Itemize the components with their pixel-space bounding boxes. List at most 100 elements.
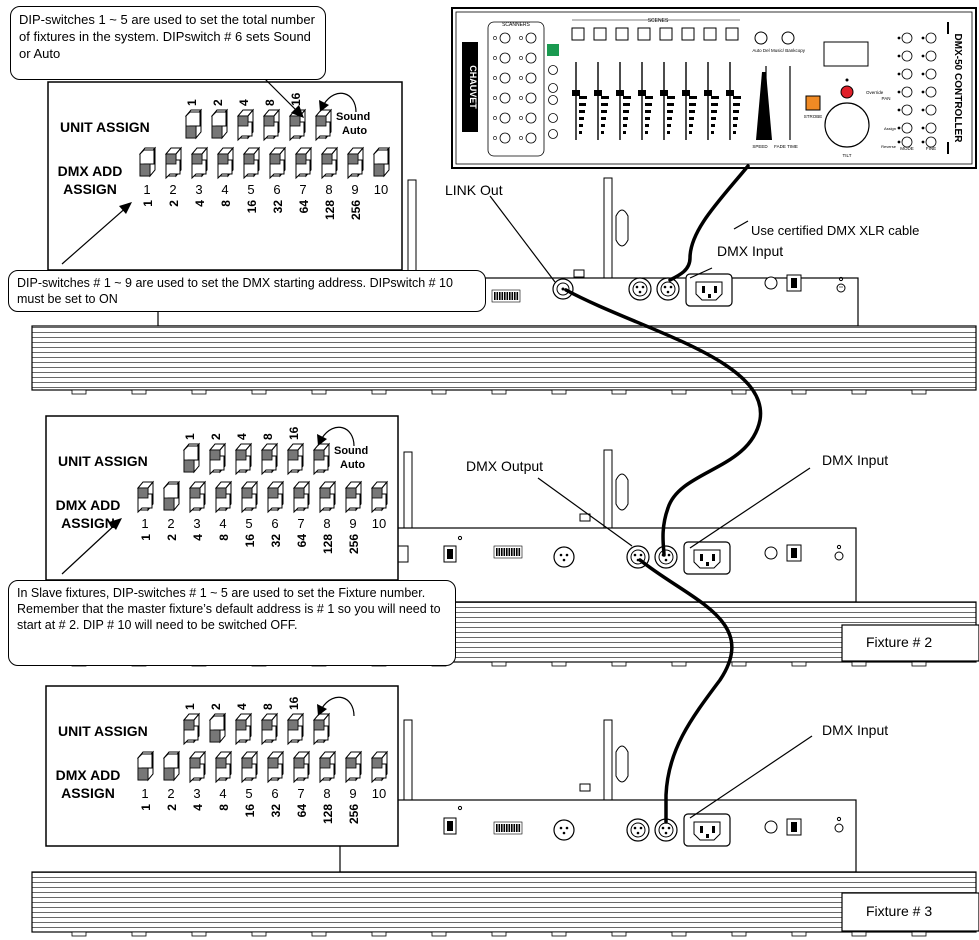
scanner-button[interactable] <box>526 113 536 123</box>
fade-time-label: FADE TIME <box>774 144 798 149</box>
control-button[interactable] <box>926 105 936 115</box>
switch-number: 1 <box>141 516 148 531</box>
switch-number: 4 <box>219 786 226 801</box>
music-bankcopy-button[interactable] <box>782 32 794 44</box>
fixture-3-dip-block[interactable] <box>494 822 522 834</box>
switch-number: 5 <box>245 786 252 801</box>
auto-del-button[interactable] <box>755 32 767 44</box>
channel-fader[interactable] <box>616 90 624 96</box>
scanners-label: SCANNERS <box>502 22 530 28</box>
control-button[interactable] <box>902 123 912 133</box>
address-value-label: 256 <box>347 804 361 824</box>
scene-button[interactable] <box>726 28 738 40</box>
scanner-button[interactable] <box>526 133 536 143</box>
channel-fader[interactable] <box>572 90 580 96</box>
channel-fader[interactable] <box>660 90 668 96</box>
scanner-button[interactable] <box>526 53 536 63</box>
control-button[interactable] <box>926 69 936 79</box>
address-value-label: 2 <box>167 200 181 207</box>
scanner-button[interactable] <box>500 33 510 43</box>
scene-button[interactable] <box>594 28 606 40</box>
channel-fader[interactable] <box>638 90 646 96</box>
fixture-1-fuse <box>765 277 777 289</box>
function-button[interactable] <box>549 66 558 75</box>
function-button[interactable] <box>549 96 558 105</box>
unit-value-label: 1 <box>185 99 199 106</box>
address-value-label: 64 <box>295 804 309 818</box>
control-button[interactable] <box>926 123 936 133</box>
scene-button[interactable] <box>616 28 628 40</box>
lcd-display <box>824 42 868 66</box>
address-value-label: 4 <box>191 534 205 541</box>
scene-button[interactable] <box>704 28 716 40</box>
switch-number: 5 <box>245 516 252 531</box>
address-value-label: 8 <box>217 534 231 541</box>
green-button[interactable] <box>547 44 559 56</box>
fixture-1-dip-block[interactable] <box>492 290 520 302</box>
switch-number: 10 <box>374 182 388 197</box>
strobe-button[interactable] <box>806 96 820 110</box>
auto-label: Auto <box>342 125 367 137</box>
switch-number: 8 <box>325 182 332 197</box>
channel-fader[interactable] <box>704 90 712 96</box>
address-value-label: 8 <box>217 804 231 811</box>
address-value-label: 1 <box>139 534 153 541</box>
tilt-wheel[interactable] <box>825 103 869 147</box>
control-button[interactable] <box>902 69 912 79</box>
control-button[interactable] <box>902 33 912 43</box>
dmx-50-controller: CHAUVET SCANNERS SCENES SPEED FADE TIME … <box>452 8 976 168</box>
switch-number: 7 <box>297 516 304 531</box>
switch-number: 8 <box>323 516 330 531</box>
control-button[interactable] <box>926 33 936 43</box>
scanner-button[interactable] <box>500 93 510 103</box>
assign-label: ASSIGN <box>63 181 117 197</box>
fixture-3-power-switch-left[interactable] <box>444 818 456 834</box>
unit-value-label: 2 <box>211 99 225 106</box>
address-value-label: 256 <box>347 534 361 554</box>
fixture-2-power-switch[interactable] <box>787 545 801 561</box>
assign-label: ASSIGN <box>61 785 115 801</box>
fixture-2-label: Fixture # 2 <box>866 634 932 650</box>
channel-fader[interactable] <box>726 90 734 96</box>
fixture-2-dip-block[interactable] <box>494 546 522 558</box>
callout-dmx-address: DIP-switches # 1 ~ 9 are used to set the… <box>8 270 486 312</box>
override-button[interactable] <box>841 86 853 98</box>
scene-button[interactable] <box>682 28 694 40</box>
address-value-label: 16 <box>243 804 257 818</box>
scanner-button[interactable] <box>500 53 510 63</box>
sound-label: Sound <box>336 111 370 123</box>
fixture-3-fuse <box>765 821 777 833</box>
fixture-1-power-switch[interactable] <box>787 275 801 291</box>
scanner-button[interactable] <box>500 73 510 83</box>
scanner-button[interactable] <box>526 33 536 43</box>
address-value-label: 4 <box>193 200 207 207</box>
scene-button[interactable] <box>638 28 650 40</box>
scene-button[interactable] <box>660 28 672 40</box>
control-button[interactable] <box>902 87 912 97</box>
scanner-button[interactable] <box>500 133 510 143</box>
assign-label: ASSIGN <box>61 515 115 531</box>
scanner-button[interactable] <box>500 113 510 123</box>
scene-button[interactable] <box>572 28 584 40</box>
switch-number: 9 <box>349 516 356 531</box>
fixture-3-power-switch[interactable] <box>787 819 801 835</box>
control-button[interactable] <box>926 51 936 61</box>
scanner-button[interactable] <box>526 93 536 103</box>
control-button[interactable] <box>902 51 912 61</box>
fixture-2-power-switch-left[interactable] <box>444 546 456 562</box>
control-button[interactable] <box>902 105 912 115</box>
channel-fader[interactable] <box>682 90 690 96</box>
unit-assign-label: UNIT ASSIGN <box>60 119 150 135</box>
unit-value-label: 4 <box>235 703 249 710</box>
fixture-3-back-panel <box>340 800 856 872</box>
function-button[interactable] <box>549 130 558 139</box>
fixture-1-dmx-input-connector <box>657 278 679 300</box>
fixture-3-ground-icon <box>835 824 843 832</box>
function-button[interactable] <box>549 84 558 93</box>
address-value-label: 64 <box>295 534 309 548</box>
control-button[interactable] <box>926 87 936 97</box>
function-button[interactable] <box>549 114 558 123</box>
channel-fader[interactable] <box>594 90 602 96</box>
switch-number: 1 <box>141 786 148 801</box>
scanner-button[interactable] <box>526 73 536 83</box>
